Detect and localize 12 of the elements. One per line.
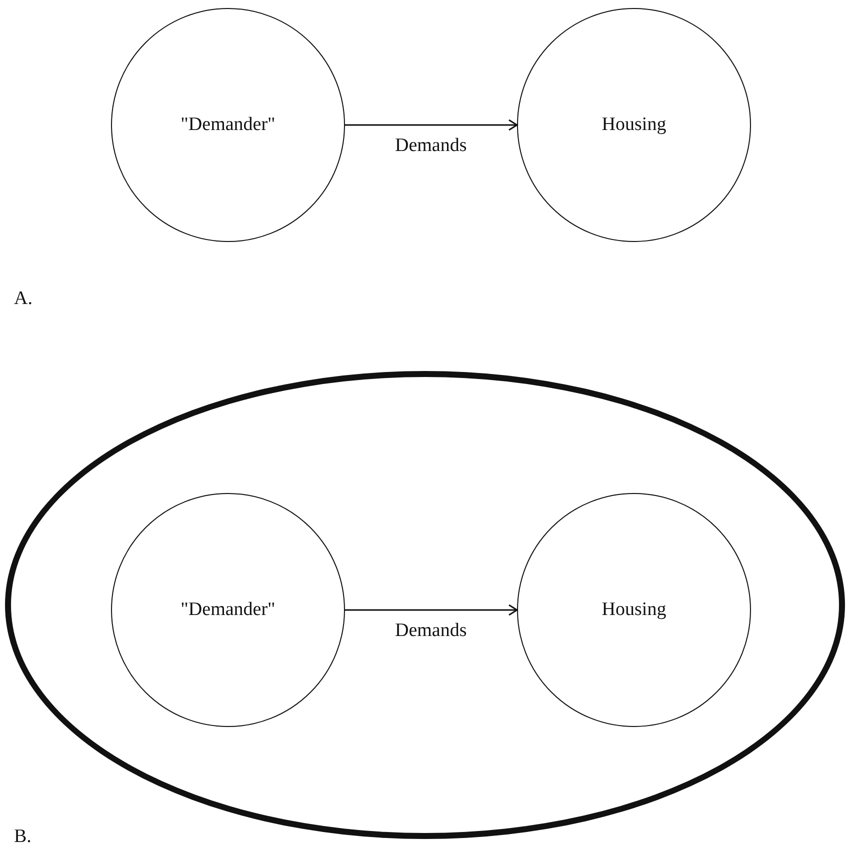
panel-label: A. (14, 288, 32, 310)
circle-node (517, 493, 751, 727)
node-label: Housing (602, 599, 666, 621)
circle-node (111, 493, 345, 727)
node-label: "Demander" (180, 599, 276, 621)
circle-node (111, 8, 345, 242)
circle-node (517, 8, 751, 242)
arrow (345, 604, 518, 616)
node-label: Housing (602, 114, 666, 136)
node-label: "Demander" (180, 114, 276, 136)
arrow (345, 119, 518, 131)
panel-label: B. (14, 826, 32, 848)
